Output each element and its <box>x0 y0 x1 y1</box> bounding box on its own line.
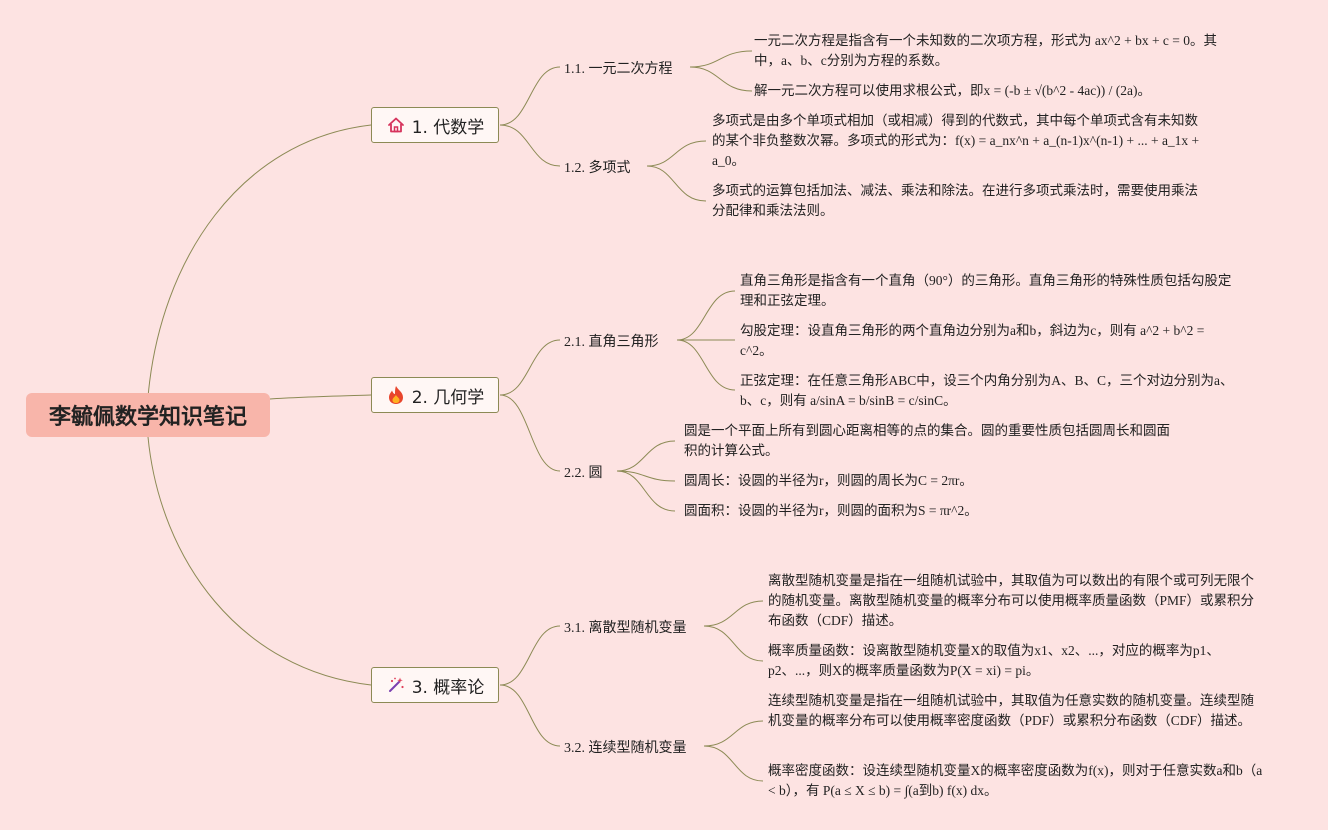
house-icon <box>386 115 406 135</box>
root-node[interactable]: 李毓佩数学知识笔记 <box>26 393 270 437</box>
note-quadratic-formula: 解一元二次方程可以使用求根公式，即x = (-b ± √(b^2 - 4ac))… <box>754 83 1151 98</box>
subtopic-discrete-rv[interactable]: 3.1. 离散型随机变量 <box>564 621 687 636</box>
note-circle-definition: 圆是一个平面上所有到圆心距离相等的点的集合。圆的重要性质包括圆周长和圆面积的计算… <box>684 423 1170 458</box>
link-sub-1-2-note-1 <box>646 140 707 167</box>
note-pythagorean-theorem: 勾股定理：设直角三角形的两个直角边分别为a和b，斜边为c，则有 a^2 + b^… <box>740 323 1205 358</box>
note-circle-area: 圆面积：设圆的半径为r，则圆的面积为S = πr^2。 <box>684 503 978 518</box>
link-sub-2-2-note-3 <box>616 470 676 512</box>
note-circle-circumference: 圆周长：设圆的半径为r，则圆的周长为C = 2πr。 <box>684 473 973 488</box>
link-topic-1-sub-1 <box>499 66 561 126</box>
link-sub-2-2-note-2 <box>616 470 676 482</box>
link-topic-3-sub-1 <box>499 625 561 686</box>
link-sub-1-1-note-2 <box>689 66 753 92</box>
link-root-topic-2 <box>269 394 372 400</box>
magic-wand-icon <box>386 675 406 695</box>
note-polynomial-definition: 多项式是由多个单项式相加（或相减）得到的代数式，其中每个单项式含有未知数的某个非… <box>712 113 1200 168</box>
link-sub-3-2-note-2 <box>703 745 764 782</box>
link-sub-1-1-note-1 <box>689 50 753 68</box>
topic-label: 3. 概率论 <box>411 677 485 698</box>
link-sub-2-1-note-1 <box>676 290 736 341</box>
subtopic-continuous-rv[interactable]: 3.2. 连续型随机变量 <box>564 741 687 756</box>
link-root-topic-3 <box>147 436 372 686</box>
fire-icon <box>386 385 406 405</box>
note-pmf: 概率质量函数：设离散型随机变量X的取值为x1、x2、...，对应的概率为p1、p… <box>768 643 1220 678</box>
link-sub-3-1-note-1 <box>703 600 764 627</box>
link-topic-3-sub-2 <box>499 684 561 747</box>
topic-label: 2. 几何学 <box>411 387 485 408</box>
link-sub-2-1-note-3 <box>676 339 736 391</box>
link-sub-3-1-note-2 <box>703 625 764 662</box>
note-right-triangle-definition: 直角三角形是指含有一个直角（90°）的三角形。直角三角形的特殊性质包括勾股定理和… <box>740 273 1232 308</box>
topic-algebra[interactable]: 1. 代数学 <box>371 107 499 143</box>
note-continuous-rv-definition: 连续型随机变量是指在一组随机试验中，其取值为任意实数的随机变量。连续型随机变量的… <box>768 693 1254 728</box>
link-topic-2-sub-2 <box>499 394 561 472</box>
topic-geometry[interactable]: 2. 几何学 <box>371 377 499 413</box>
link-sub-3-2-note-1 <box>703 720 764 747</box>
note-law-of-sines: 正弦定理：在任意三角形ABC中，设三个内角分别为A、B、C，三个对边分别为a、b… <box>740 373 1234 408</box>
link-root-topic-1 <box>147 124 372 398</box>
note-pdf: 概率密度函数：设连续型随机变量X的概率密度函数为f(x)，则对于任意实数a和b（… <box>768 763 1263 798</box>
subtopic-circle[interactable]: 2.2. 圆 <box>564 466 603 481</box>
link-sub-2-2-note-1 <box>616 440 676 472</box>
note-discrete-rv-definition: 离散型随机变量是指在一组随机试验中，其取值为可以数出的有限个或可列无限个的随机变… <box>768 573 1255 628</box>
note-polynomial-operations: 多项式的运算包括加法、减法、乘法和除法。在进行多项式乘法时，需要使用乘法分配律和… <box>712 183 1198 218</box>
link-sub-1-2-note-2 <box>646 165 707 202</box>
link-topic-1-sub-2 <box>499 124 561 167</box>
link-topic-2-sub-1 <box>499 339 561 396</box>
root-title: 李毓佩数学知识笔记 <box>48 405 247 430</box>
topic-label: 1. 代数学 <box>411 117 485 138</box>
subtopic-quadratic[interactable]: 1.1. 一元二次方程 <box>564 62 673 77</box>
subtopic-right-triangle[interactable]: 2.1. 直角三角形 <box>564 335 659 350</box>
subtopic-polynomial[interactable]: 1.2. 多项式 <box>564 161 631 176</box>
note-quadratic-definition: 一元二次方程是指含有一个未知数的二次项方程，形式为 ax^2 + bx + c … <box>754 33 1218 68</box>
topic-probability[interactable]: 3. 概率论 <box>371 667 499 703</box>
